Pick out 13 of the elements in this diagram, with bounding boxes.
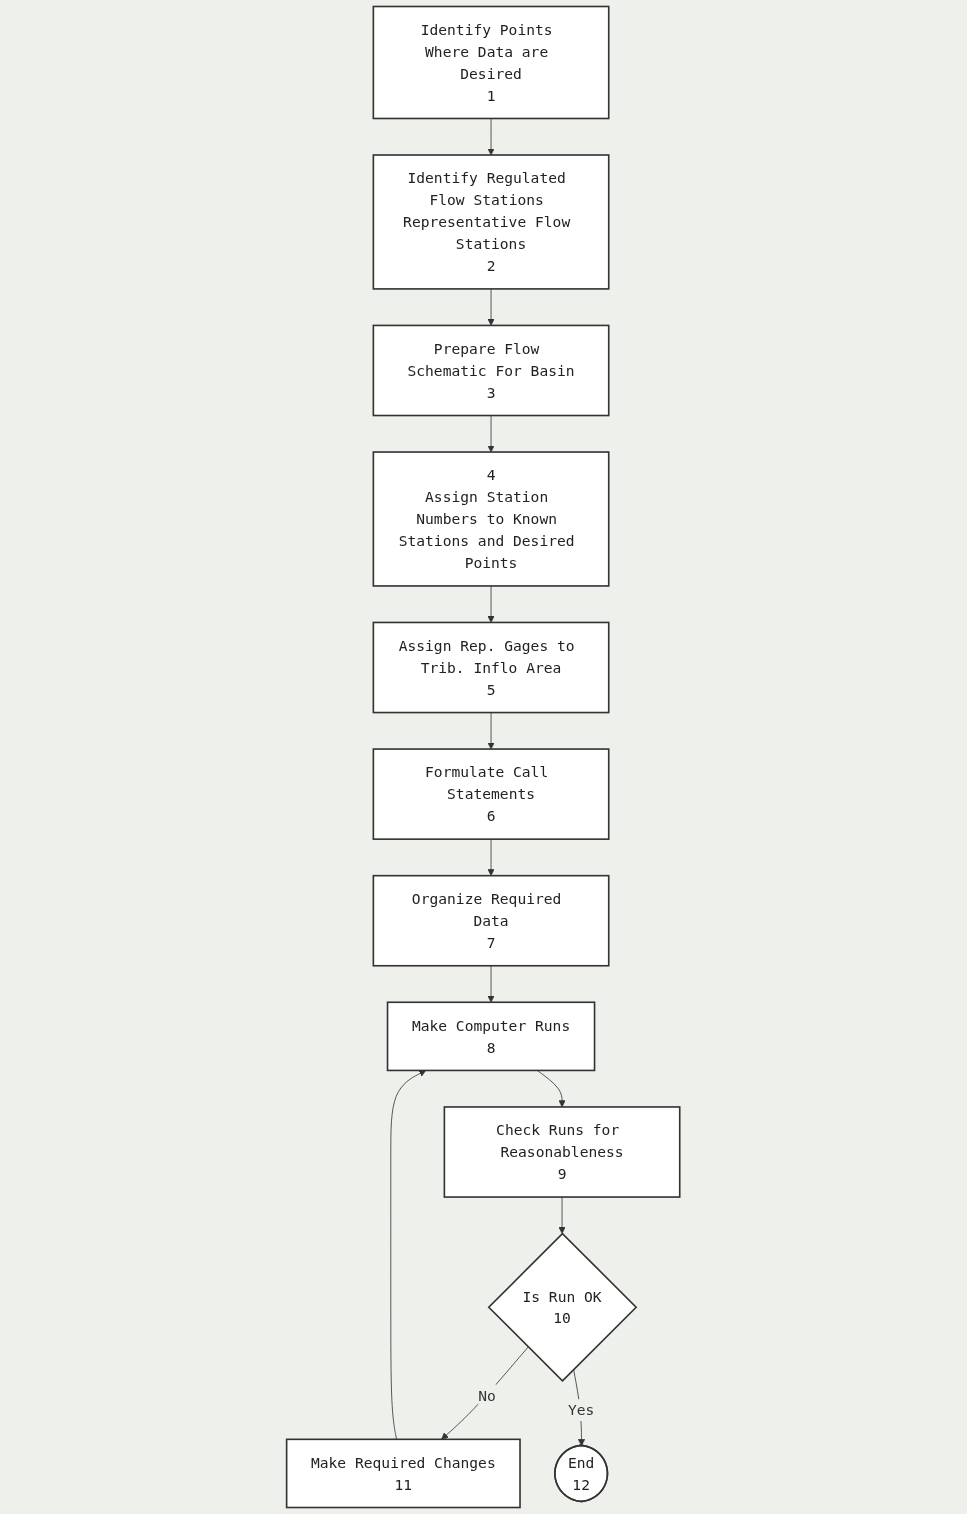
node-box: Organize Required Data 7: [372, 874, 610, 967]
node-box: Identify Regulated Flow Stations Representative Flow Stations 2: [372, 154, 610, 290]
node-box: Identify Points Where Data are Desired 1: [372, 5, 610, 120]
edge-label: No: [478, 1386, 497, 1404]
node-box: Assign Rep. Gages to Trib. Inflo Area 5: [372, 621, 610, 714]
node-box: Make Computer Runs 8: [387, 1001, 596, 1072]
node-box: Prepare Flow Schematic For Basin 3: [372, 324, 610, 417]
node-box: Check Runs for Reasonableness 9: [443, 1106, 681, 1198]
node-box: 4 Assign Station Numbers to Known Stations and Desired Points: [372, 451, 610, 587]
node-box: Formulate Call Statements 6: [372, 748, 610, 840]
edge-label: Yes: [568, 1401, 595, 1419]
node-box: Make Required Changes 11: [286, 1438, 522, 1509]
node-diamond: Is Run OK 10: [487, 1232, 638, 1383]
